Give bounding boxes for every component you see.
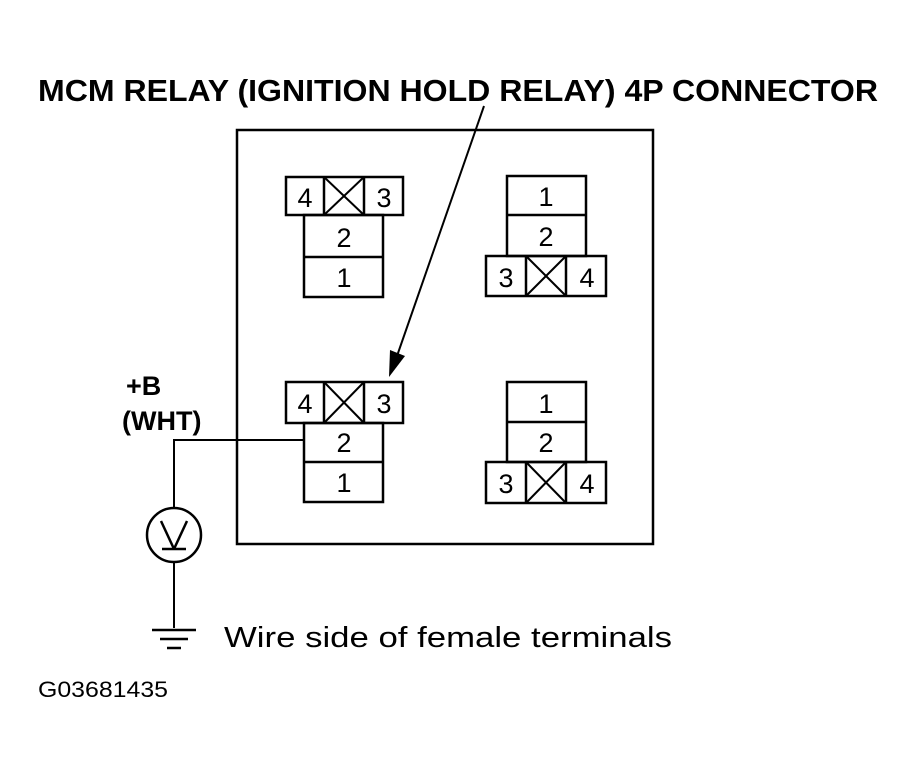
pin-4: 4	[297, 389, 312, 419]
diagram-title: MCM RELAY (IGNITION HOLD RELAY) 4P CONNE…	[38, 73, 878, 108]
pin-2: 2	[336, 223, 351, 253]
pin-2: 2	[538, 222, 553, 252]
pin-4: 4	[579, 469, 594, 499]
pin-3: 3	[498, 263, 513, 293]
caption: Wire side of female terminals	[224, 622, 672, 654]
pin-3: 3	[376, 389, 391, 419]
figure-id: G03681435	[38, 677, 168, 702]
pin-1: 1	[336, 468, 351, 498]
leader-arrow	[389, 105, 485, 377]
probe-label-wire-color: (WHT)	[122, 406, 201, 436]
connector-top-left: 4 3 2 1	[284, 175, 405, 299]
pin-3: 3	[376, 183, 391, 213]
probe-label-terminal: +B	[126, 371, 161, 401]
pin-4: 4	[579, 263, 594, 293]
connector-bottom-left: 4 3 2 1	[284, 380, 405, 504]
connector-top-right: 1 2 3 4	[484, 174, 608, 298]
pin-4: 4	[297, 183, 312, 213]
pin-2: 2	[538, 428, 553, 458]
probe-wire	[173, 439, 304, 508]
voltmeter-icon	[145, 506, 203, 564]
pin-2: 2	[336, 428, 351, 458]
ground-icon	[152, 628, 196, 650]
pin-3: 3	[498, 469, 513, 499]
pin-1: 1	[538, 389, 553, 419]
connector-housing	[235, 128, 655, 546]
pin-1: 1	[538, 182, 553, 212]
pin-1: 1	[336, 263, 351, 293]
connector-bottom-right: 1 2 3 4	[484, 380, 608, 505]
